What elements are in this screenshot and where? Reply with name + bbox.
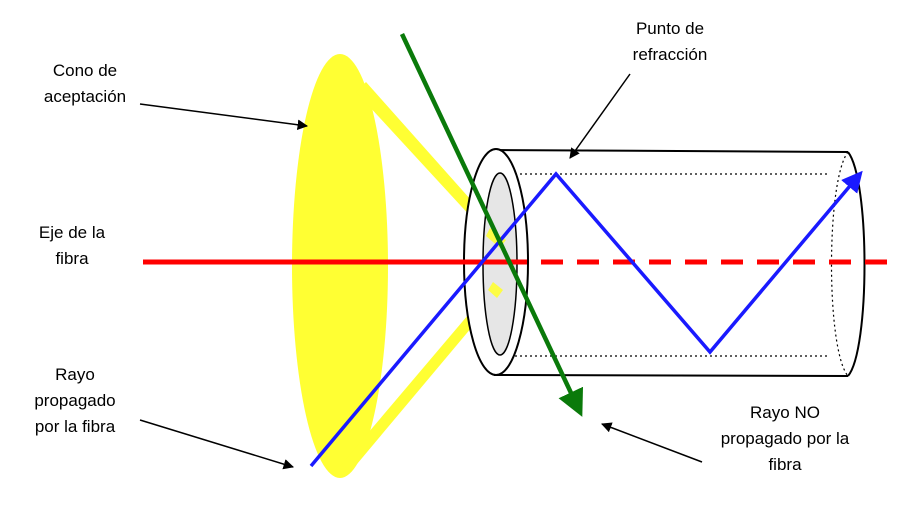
arrow-rayo-no bbox=[601, 422, 703, 463]
fiber-far-end-dotted bbox=[830, 151, 849, 377]
fiber-bottom-edge bbox=[493, 374, 849, 377]
cone-lower-edge bbox=[340, 282, 503, 470]
arrow-rayo-prop bbox=[139, 419, 295, 470]
label-line: fibra bbox=[55, 249, 89, 268]
label-line: propagado bbox=[34, 391, 116, 410]
label-line: Punto de bbox=[635, 19, 705, 38]
arrow-cone bbox=[139, 103, 309, 130]
label-line: Rayo NO bbox=[750, 403, 820, 422]
label-line: Cono de bbox=[52, 61, 118, 80]
arrow-punto bbox=[569, 73, 631, 159]
label-line: refracción bbox=[632, 45, 708, 64]
cone-upper-edge bbox=[356, 82, 503, 244]
fiber-far-end bbox=[847, 151, 866, 377]
label-line: propagado por la bbox=[720, 429, 850, 448]
fiber-top-edge bbox=[493, 149, 849, 153]
label-rayo-no-propagado: Rayo NO propagado por la fibra bbox=[690, 400, 880, 478]
label-line: aceptación bbox=[43, 87, 127, 106]
non-propagated-ray bbox=[399, 33, 584, 417]
label-cono-de-aceptacion: Cono de aceptación bbox=[30, 58, 140, 110]
label-line: fibra bbox=[768, 455, 802, 474]
label-rayo-propagado: Rayo propagado por la fibra bbox=[20, 362, 130, 440]
label-eje-de-la-fibra: Eje de la fibra bbox=[22, 220, 122, 272]
label-punto-de-refraccion: Punto de refracción bbox=[600, 16, 740, 68]
acceptance-cone-ellipse bbox=[292, 54, 388, 478]
label-line: por la fibra bbox=[34, 417, 116, 436]
propagated-ray bbox=[309, 170, 863, 468]
label-line: Rayo bbox=[55, 365, 95, 384]
label-line: Eje de la bbox=[38, 223, 106, 242]
cone-lower-tip bbox=[488, 282, 503, 298]
